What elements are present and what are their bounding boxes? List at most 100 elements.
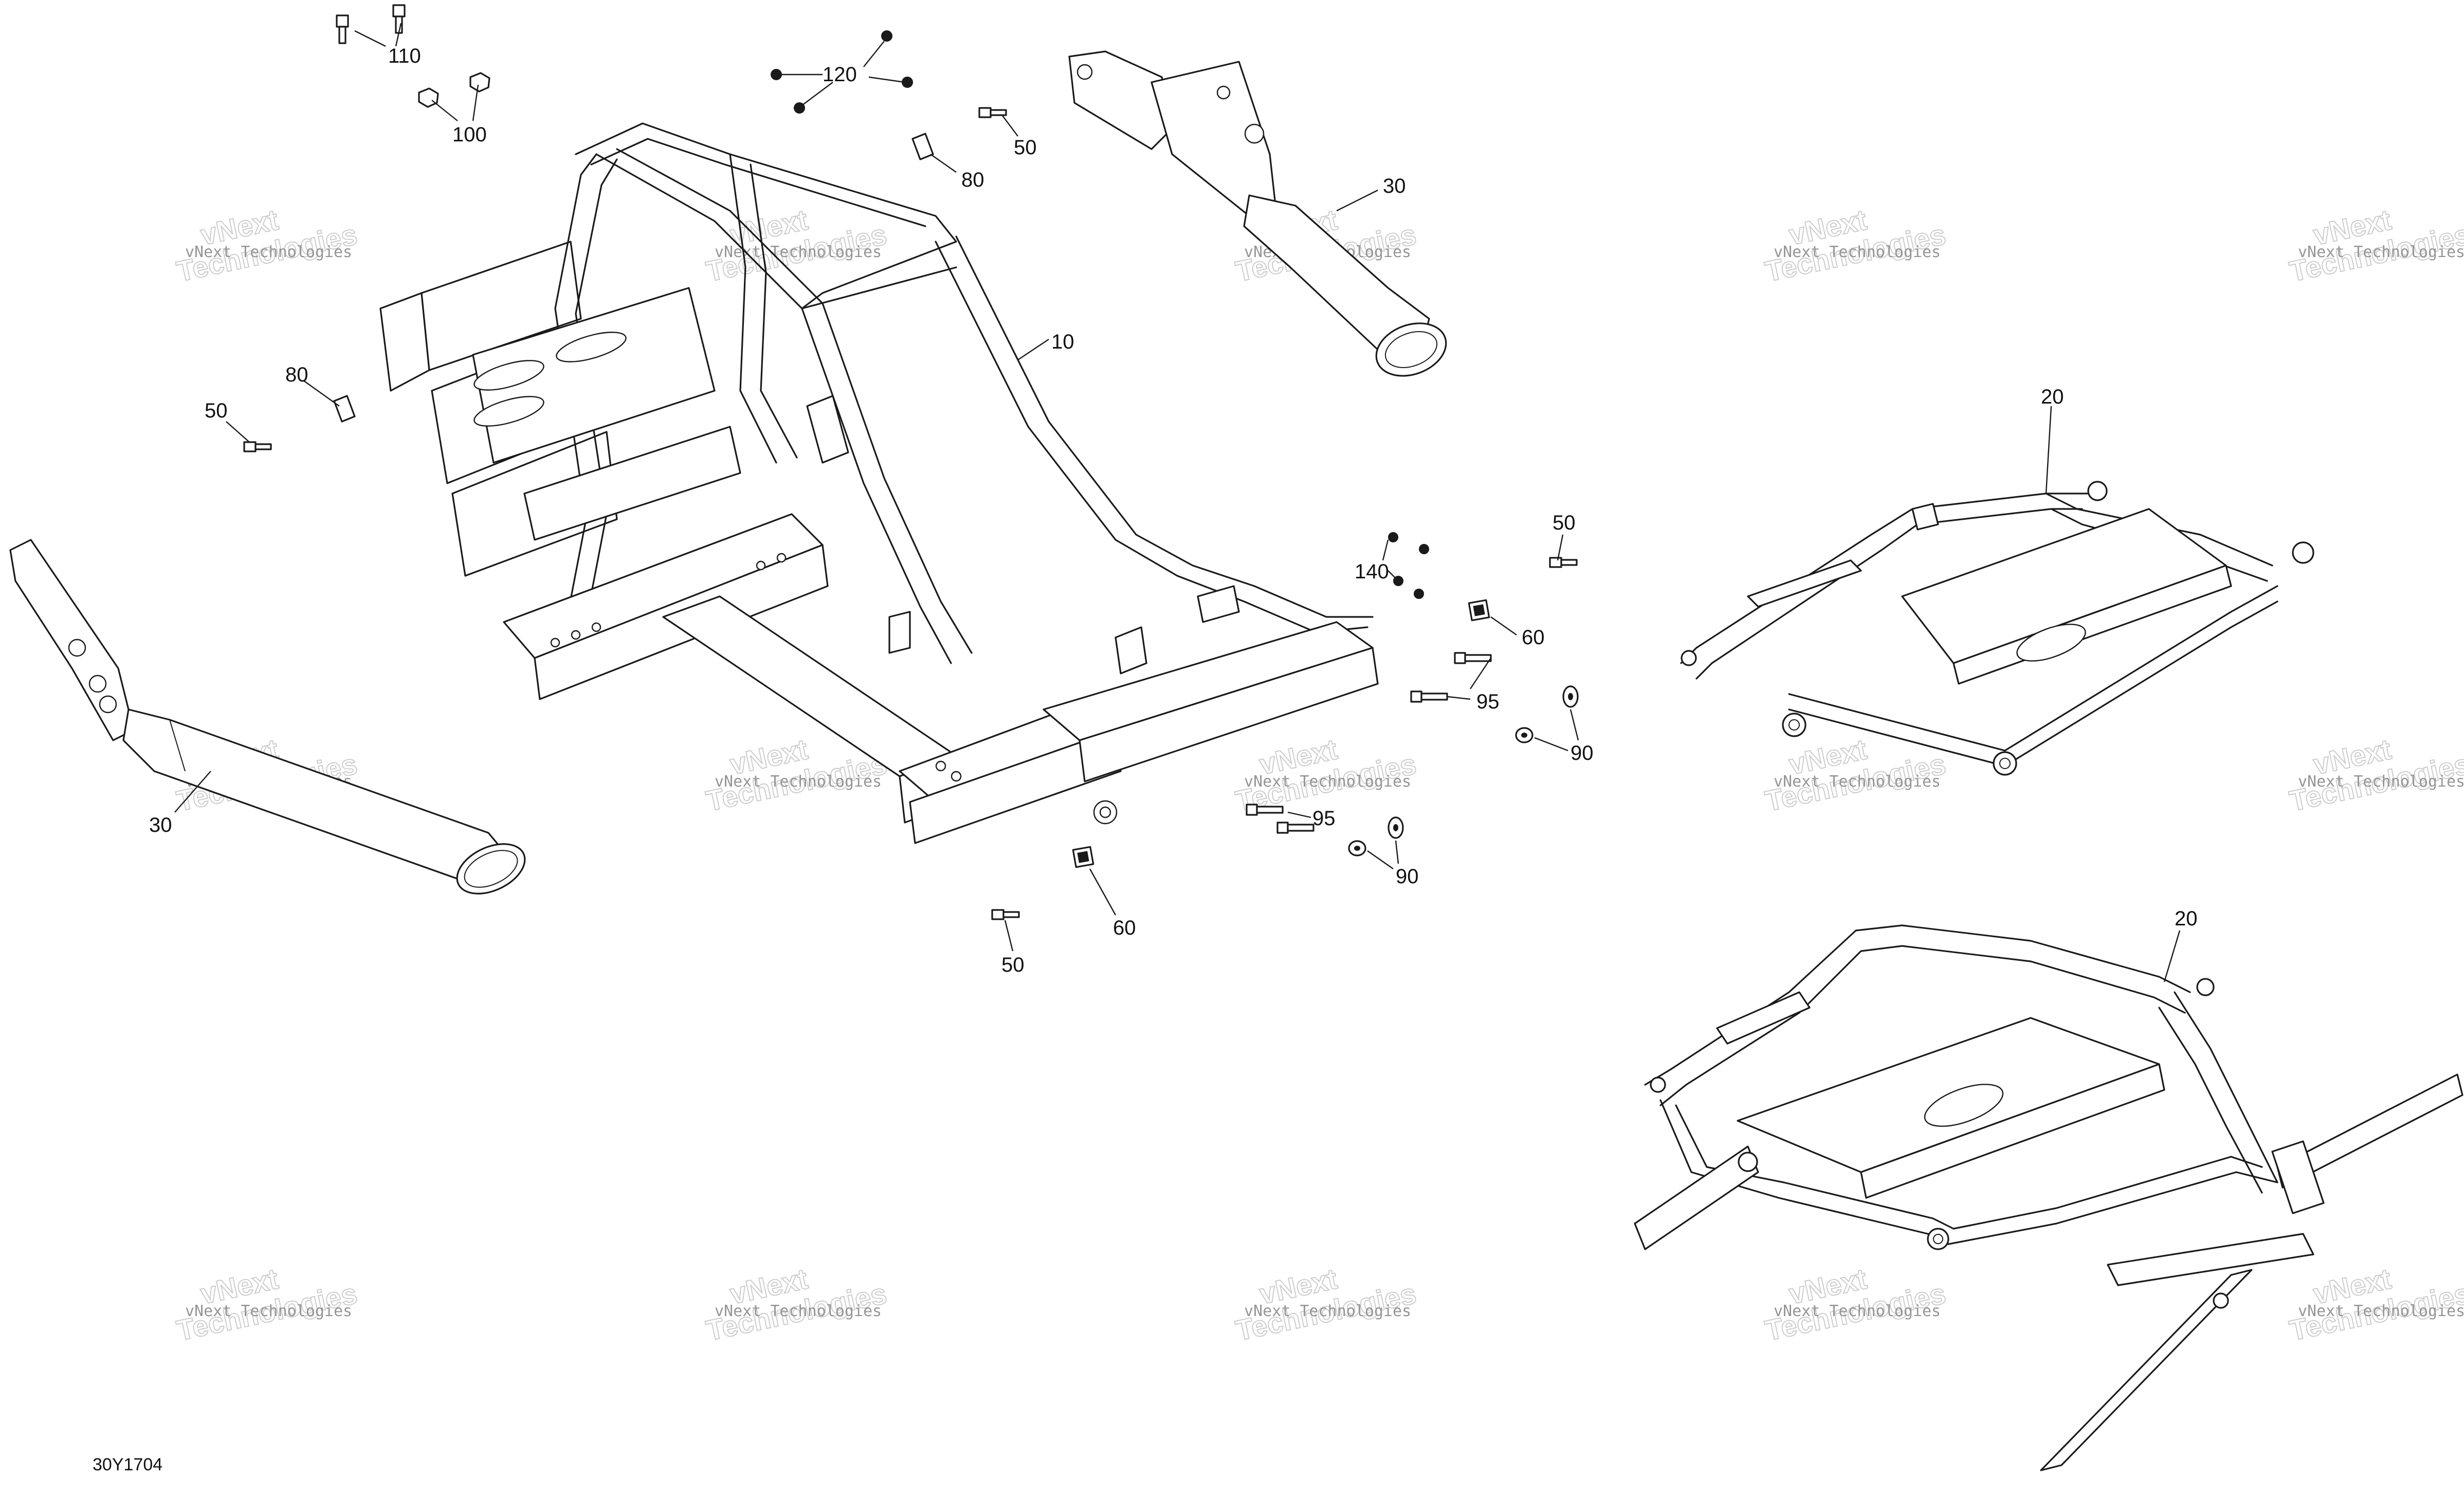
frame-side-plate (421, 241, 582, 371)
svg-text:vNext Technologies: vNext Technologies (185, 243, 352, 261)
main-frame-part-10 (379, 122, 1379, 844)
callout-20: 20 (2175, 907, 2198, 930)
svg-text:vNext Technologies: vNext Technologies (2298, 773, 2464, 791)
subframe-lower-tube (1675, 1104, 1955, 1230)
subframe-rail (1634, 1145, 1759, 1250)
leader-line (1490, 616, 1517, 635)
leader-line (1569, 709, 1579, 741)
watermark: Technologies vNext vNext Technologies (703, 203, 890, 288)
frame-hole (591, 622, 601, 632)
callout-50: 50 (1001, 954, 1025, 976)
bolt-50 (243, 107, 1578, 920)
subframe-rail-bracket (2271, 1140, 2325, 1214)
bolt-head (1549, 557, 1562, 568)
leader-line (868, 76, 905, 83)
subframe-front-tube (1788, 585, 2278, 752)
clip-nut (1077, 851, 1089, 863)
bolt-shank (254, 443, 272, 450)
svg-text:vNext Technologies: vNext Technologies (1244, 773, 1411, 791)
frame-bracket (806, 395, 849, 464)
frame-front-crossmember (909, 729, 1122, 844)
rear-rail-part-30-top (1068, 50, 1447, 377)
rear-rail-part-30-left (9, 539, 526, 895)
subframe-bushing (2196, 978, 2215, 996)
clip-80 (333, 133, 934, 423)
leader-line (1336, 189, 1378, 212)
watermark: Technologies vNext vNext Technologies (1232, 1262, 1419, 1347)
leader-line (1002, 115, 1018, 137)
frame-hole (776, 553, 787, 563)
subframe-bushing (2087, 481, 2108, 501)
subframe-rail (2107, 1233, 2314, 1286)
leader-line (395, 23, 402, 47)
nut (1414, 589, 1424, 599)
watermark: Technologies vNext vNext Technologies (1232, 732, 1419, 817)
subframe-rear-tube (1680, 493, 2088, 664)
frame-upright-tube (750, 163, 798, 459)
leader-line (2163, 930, 2181, 982)
clip-nut-60 (1072, 599, 1490, 868)
nut-140 (1388, 532, 1429, 599)
leader-line (863, 41, 885, 67)
fasteners (243, 4, 1579, 920)
callout-30: 30 (149, 814, 172, 836)
bolt-shank (1560, 559, 1578, 566)
watermark: Technologies vNext vNext Technologies (1762, 732, 1949, 817)
watermark: Technologies vNext vNext Technologies (1762, 1262, 1949, 1347)
frame-slot (556, 332, 627, 362)
watermark: Technologies vNext vNext Technologies (1762, 203, 1949, 288)
callout-100: 100 (452, 123, 487, 146)
watermark: Technologies vNext vNext Technologies (2286, 732, 2464, 817)
leader-line (1017, 339, 1049, 360)
subframe-bushing (1738, 1152, 1758, 1172)
leader-line (354, 30, 386, 47)
subframe-front-tube (1788, 600, 2278, 767)
leader-line (1447, 696, 1471, 700)
bolt-shank (338, 26, 346, 44)
subframe-bushing (2213, 1292, 2229, 1309)
bolt-head (991, 909, 1005, 920)
bolt-head (336, 14, 349, 28)
frame-slot (473, 396, 544, 427)
rail-tube-end (456, 843, 526, 895)
callout-95: 95 (1312, 807, 1336, 830)
frame-front-plate (1079, 647, 1379, 782)
leader-line (1287, 811, 1311, 818)
leader-line (930, 154, 957, 173)
leader-line (1557, 534, 1564, 561)
svg-text:vNext Technologies: vNext Technologies (1774, 1302, 1941, 1320)
subframe-bushing (2292, 541, 2314, 564)
callout-80: 80 (285, 363, 308, 386)
callout-30: 30 (1383, 175, 1406, 197)
bolt-head (1410, 690, 1422, 703)
leader-line (1534, 737, 1568, 752)
frame-bracket (1115, 626, 1147, 674)
callout-50: 50 (1014, 136, 1037, 159)
frame-cross-tube (801, 266, 957, 309)
callout-50: 50 (1553, 512, 1576, 534)
callout-20: 20 (2041, 386, 2064, 408)
frame-front-tube (955, 235, 1374, 618)
washer (1521, 733, 1527, 738)
bolt-shank (990, 109, 1007, 116)
drawing-reference-code: 30Y1704 (93, 1455, 162, 1474)
frame-hole (935, 760, 946, 772)
svg-text:vNext Technologies: vNext Technologies (2298, 243, 2464, 261)
bolt-head (392, 4, 406, 17)
nut (469, 72, 490, 93)
bolt-head (1276, 822, 1289, 834)
washer-90 (1348, 685, 1579, 856)
watermark: Technologies vNext vNext Technologies (2286, 203, 2464, 288)
subframe-bushing (1993, 751, 2017, 776)
watermark: Technologies vNext vNext Technologies (173, 203, 360, 288)
frame-floor-plate (472, 287, 716, 464)
subframe-bushing (1788, 719, 1800, 731)
watermark: Technologies vNext vNext Technologies (703, 1262, 890, 1347)
nut (881, 30, 892, 42)
subframe-cutout (1924, 1084, 2004, 1127)
rail-hole (1216, 85, 1231, 100)
nut-100 (418, 72, 490, 108)
bolt-head (243, 441, 257, 452)
subframe-bracket (1716, 991, 1811, 1045)
